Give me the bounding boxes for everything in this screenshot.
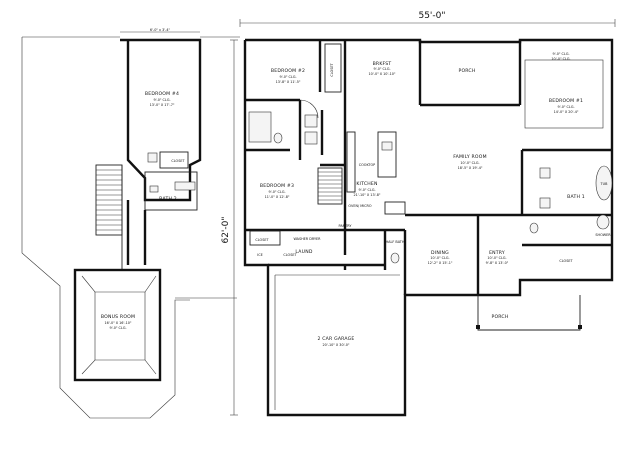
bonus-room-ceiling: 9'-0" CLG. bbox=[109, 326, 126, 330]
closet-upper-label: CLOSET bbox=[171, 159, 185, 163]
bedroom1-label: BEDROOM #1 bbox=[549, 98, 583, 104]
overall-width-dimension: 55'-0" bbox=[418, 11, 445, 21]
kitchen-sink bbox=[381, 141, 393, 151]
main-floor: 55'-0" 62'-0" BEDROOM #2 9'-0" CLG. bbox=[221, 11, 616, 417]
bedroom3-ceiling: 9'-0" CLG. bbox=[268, 190, 285, 194]
entry-label: ENTRY bbox=[489, 250, 505, 256]
dining-size: 12'-2" X 15'-1" bbox=[428, 261, 453, 265]
bedroom2-label: BEDROOM #2 bbox=[271, 68, 305, 74]
closet-bedroom3 bbox=[249, 230, 281, 246]
cooktop-label: COOKTOP bbox=[359, 163, 375, 167]
sink-master-2 bbox=[539, 197, 551, 209]
bonus-room-label: BONUS ROOM bbox=[101, 314, 135, 320]
garage-label: 2 CAR GARAGE bbox=[317, 336, 354, 342]
bedroom1-size: 14'-0" X 20'-4" bbox=[554, 110, 579, 114]
bedroom3-label: BEDROOM #3 bbox=[260, 183, 294, 189]
door-swing-bedroom2 bbox=[299, 99, 319, 119]
kitchen-island bbox=[377, 131, 397, 178]
family-room-size: 18'-5" X 19'-4" bbox=[458, 166, 483, 170]
sink-hall-bath-1 bbox=[304, 114, 318, 128]
half-bath-label: HALF BATH bbox=[386, 240, 405, 244]
pantry-label: PANTRY bbox=[339, 224, 353, 228]
closet-bedroom2-label: CLOSET bbox=[330, 62, 334, 76]
toilet-half-bath bbox=[390, 252, 400, 264]
entry-size: 9'-8" X 13'-0" bbox=[486, 261, 509, 265]
garage-size: 20'-10" X 30'-0" bbox=[322, 343, 349, 347]
sink-hall-bath-2 bbox=[304, 131, 318, 145]
brkfst-size: 10'-0" X 10'-10" bbox=[368, 72, 395, 76]
bath2-label: BATH 2 bbox=[159, 196, 177, 202]
bedroom4-label: BEDROOM #4 bbox=[145, 91, 179, 97]
master-tub bbox=[595, 165, 613, 201]
porch-rear-label: PORCH bbox=[458, 68, 475, 74]
closet-bedroom2 bbox=[324, 43, 342, 93]
toilet-hall-bath bbox=[273, 132, 283, 144]
brkfst-ceiling: 9'-0" CLG. bbox=[373, 67, 390, 71]
bedroom1-ceiling: 9'-0" CLG. bbox=[557, 105, 574, 109]
bath2 bbox=[144, 171, 198, 211]
bonus-room bbox=[73, 268, 162, 382]
upper-width-dimension: 6'-0" x 3'-4" bbox=[150, 28, 171, 32]
dining-ceiling: 10'-0" CLG. bbox=[430, 256, 449, 260]
bedroom2-size: 13'-8" X 11'-5" bbox=[276, 80, 301, 84]
toilet-master bbox=[529, 222, 539, 234]
tray-ceiling bbox=[524, 59, 604, 129]
tub-label: TUB bbox=[600, 182, 609, 186]
family-room-label: FAMILY ROOM bbox=[453, 154, 486, 160]
family-room-ceiling: 10'-0" CLG. bbox=[460, 161, 479, 165]
refrigerator bbox=[384, 201, 406, 215]
bonus-room-size: 16'-0" X 16'-10" bbox=[104, 321, 131, 325]
sink-master-1 bbox=[539, 167, 551, 179]
master-ceiling-2: 10'-0" CLG. bbox=[551, 57, 570, 61]
kitchen-ceiling: 9'-0" CLG. bbox=[358, 188, 375, 192]
bedroom4-ceiling: 9'-0" CLG. bbox=[153, 98, 170, 102]
master-shower bbox=[596, 214, 610, 230]
laund-label: LAUND bbox=[295, 249, 312, 255]
porch-column-1 bbox=[476, 325, 480, 329]
oven-label: OVEN/ MICRO bbox=[348, 204, 371, 208]
main-stair bbox=[317, 167, 343, 205]
porch-column-2 bbox=[578, 325, 582, 329]
washer-dryer-label: WASHER DRYER bbox=[293, 237, 321, 241]
bedroom2-ceiling: 9'-0" CLG. bbox=[279, 75, 296, 79]
hvac-symbol bbox=[147, 152, 158, 163]
bath2-toilet bbox=[149, 185, 159, 193]
upper-floor: 6'-0" x 3'-4" BEDROOM #4 9'-0" CLG. 13'-… bbox=[21, 28, 240, 419]
bath1-label: BATH 1 bbox=[567, 194, 585, 200]
brkfst-label: BRKFST bbox=[373, 61, 392, 67]
bath2-tub bbox=[174, 181, 196, 191]
dining-label: DINING bbox=[431, 250, 449, 256]
closet-upper bbox=[159, 151, 189, 169]
kitchen-counter bbox=[346, 131, 356, 193]
tub-hall-bath bbox=[248, 111, 272, 143]
master-ceiling-1: 9'-0" CLG. bbox=[552, 52, 569, 56]
closet-garage-label: CLOSET bbox=[283, 253, 297, 257]
kitchen-size: 21'-10" X 13'-8" bbox=[353, 193, 380, 197]
bedroom4-size: 13'-0" X 17'-7" bbox=[150, 103, 175, 107]
front-porch bbox=[477, 295, 581, 331]
overall-depth-dimension: 62'-0" bbox=[221, 216, 231, 243]
shower-label: SHOWER bbox=[595, 233, 611, 237]
upper-stair bbox=[95, 164, 123, 270]
entry-ceiling: 10'-0" CLG. bbox=[487, 256, 506, 260]
closet-bedroom3-label: CLOSET bbox=[255, 238, 269, 242]
closet-master-label: CLOSET bbox=[559, 259, 573, 263]
kitchen-label: KITCHEN bbox=[356, 181, 377, 187]
porch-front-label: PORCH bbox=[491, 314, 508, 320]
bedroom3-size: 11'-0" X 12'-8" bbox=[265, 195, 290, 199]
ice-label: ICE bbox=[257, 253, 263, 257]
